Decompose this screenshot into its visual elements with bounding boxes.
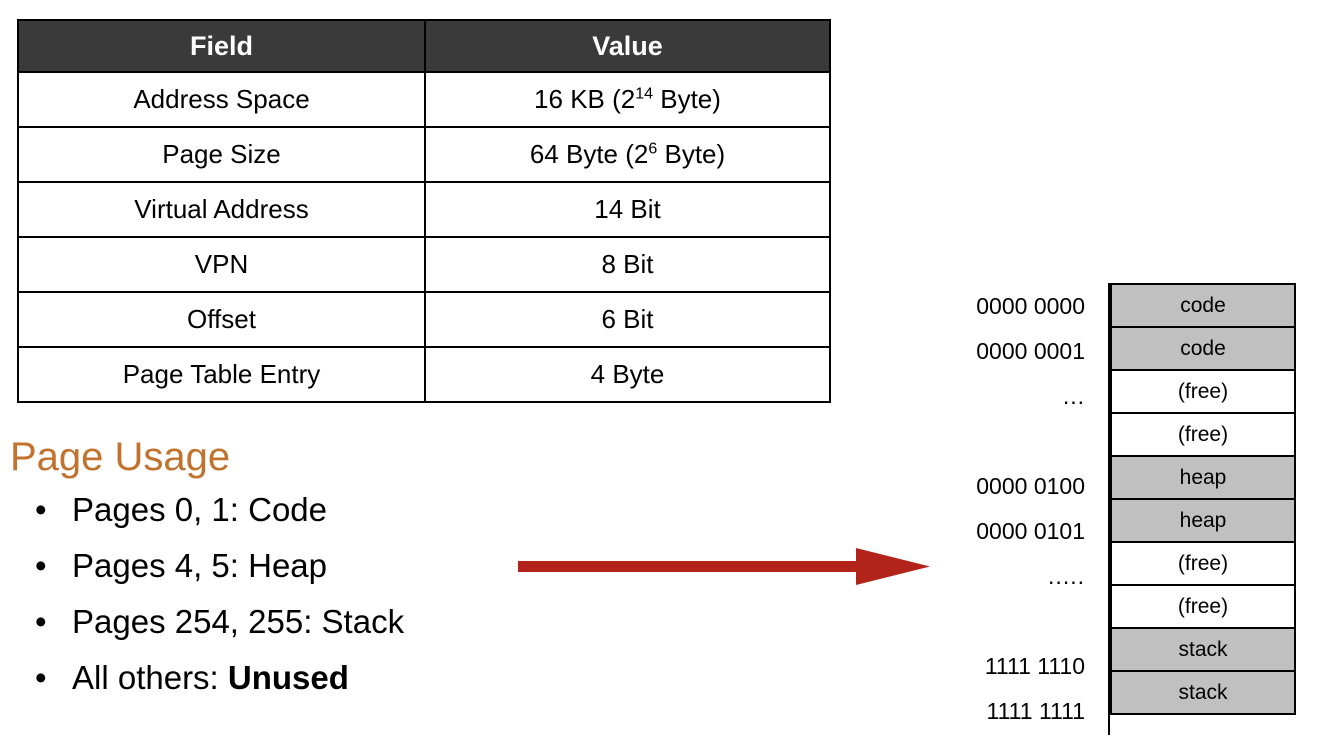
cell-value-exponent: 6 [648,140,658,158]
cell-field: Virtual Address [17,181,426,238]
cell-value-tail: Byte) [653,84,721,114]
cell-value: 64 Byte (26 Byte) [424,126,831,183]
page-frame-used: heap [1110,455,1296,500]
spec-table-head: Field Value [17,19,831,73]
vpn-address-label: 0000 0100 [976,472,1085,499]
bullet-dot-icon: • [35,547,47,584]
cell-field: VPN [17,236,426,293]
rightward-arrow-icon [518,548,930,585]
cell-field: Page Table Entry [17,346,426,403]
vpn-address-label: 0000 0000 [976,292,1085,319]
cell-value: 6 Bit [424,291,831,348]
list-item-label: Pages 254, 255: Stack [72,603,405,640]
diagram-left-rule [1108,283,1110,735]
list-item-label: Pages 0, 1: Code [72,491,328,528]
spec-table-header-row: Field Value [17,19,831,73]
cell-field: Offset [17,291,426,348]
page-frame-free: (free) [1110,369,1296,414]
page-frame-used: stack [1110,627,1296,672]
cell-field: Address Space [17,71,426,128]
cell-value-main: 16 KB (2 [534,84,636,114]
list-item-label: All others: [72,659,228,696]
vpn-address-ellipsis: ... [1062,382,1085,409]
vpn-address-label: 0000 0101 [976,517,1085,544]
column-header-value: Value [424,19,831,73]
page-usage-section: Page Usage • Pages 0, 1: Code • Pages 4, 5:… [10,434,530,706]
page-frame-free: (free) [1110,541,1296,586]
page-frame-used: heap [1110,498,1296,543]
list-item: • Pages 0, 1: Code [10,482,530,538]
cell-value: 8 Bit [424,236,831,293]
cell-value-tail: Byte) [657,139,726,169]
vpn-address-label: 0000 0001 [976,337,1085,364]
page-usage-title: Page Usage [10,435,231,479]
page-frame-free: (free) [1110,412,1296,457]
list-item-emphasis: Unused [227,659,349,696]
page-frame-used: code [1110,326,1296,371]
cell-value: 14 Bit [424,181,831,238]
cell-value: 16 KB (214 Byte) [424,71,831,128]
list-item-label: Pages 4, 5: Heap [72,547,328,584]
page-frame-free: (free) [1110,584,1296,629]
cell-field: Page Size [17,126,426,183]
bullet-dot-icon: • [35,491,47,528]
list-item: • Pages 254, 255: Stack [10,594,530,650]
list-item: • Pages 4, 5: Heap [10,538,530,594]
list-item: • All others: Unused [10,650,530,706]
virtual-address-space-diagram: 0000 0000 0000 0001... 0000 0100 0000 0101.… [950,283,1300,735]
bullet-dot-icon: • [35,659,47,696]
page-frame-used: code [1110,283,1296,328]
page-frame-used: stack [1110,670,1296,715]
bullet-dot-icon: • [35,603,47,640]
cell-value: 4 Byte [424,346,831,403]
column-header-field: Field [17,19,426,73]
vpn-address-ellipsis: ..... [1048,562,1085,589]
cell-value-main: 64 Byte (2 [529,139,649,169]
vpn-address-label: 1111 1111 [986,697,1085,724]
vpn-address-label: 1111 1110 [984,652,1085,679]
page-usage-list: • Pages 0, 1: Code • Pages 4, 5: Heap • Pages… [10,482,530,706]
cell-value-exponent: 14 [635,85,654,103]
